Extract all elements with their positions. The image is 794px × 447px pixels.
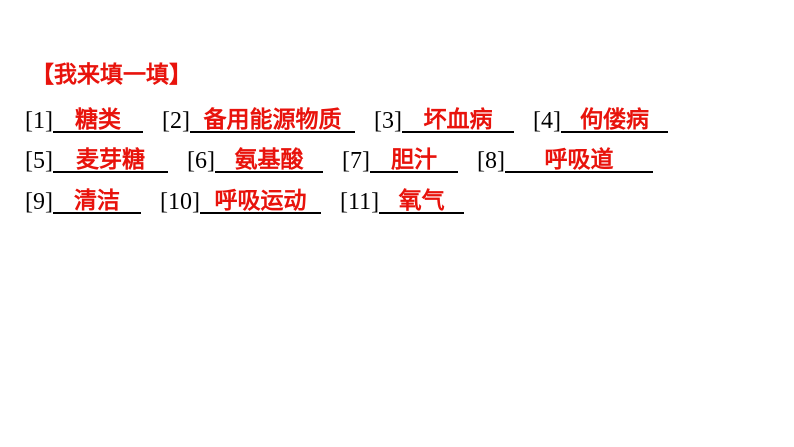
blank-underline: 氨基酸 [214,141,323,173]
blank-underline: 坏血病 [401,101,514,133]
blank-answer: 坏血病 [423,106,493,132]
fill-in-item: [8] 呼吸道 [477,141,653,173]
item-number: [9] [25,189,53,215]
fill-in-item: [4] 佝偻病 [533,101,668,133]
blank-answer: 胆汁 [390,146,437,172]
item-number: [3] [373,108,402,134]
item-number: [2] [161,108,190,134]
fill-in-row: [1] 糖类 [2] 备用能源物质 [3] 坏血病 [4] 佝偻病 [25,100,668,133]
page-title: 【我来填一填】 [31,61,192,87]
fill-in-row: [5] 麦芽糖 [6] 氨基酸 [7] 胆汁 [8] 呼吸道 [25,140,653,173]
blank-answer: 清洁 [73,187,120,213]
item-number: [4] [532,108,561,134]
fill-in-item: [10] 呼吸运动 [160,182,321,214]
blank-underline: 氧气 [379,182,465,214]
blank-answer: 糖类 [74,106,121,132]
blank-answer: 备用能源物质 [203,106,342,132]
blank-answer: 佝偻病 [579,106,649,132]
blank-answer: 氧气 [398,187,445,213]
blank-underline: 呼吸运动 [199,182,321,214]
fill-in-item: [6] 氨基酸 [187,141,323,173]
item-number: [8] [476,148,505,174]
fill-in-item: [2] 备用能源物质 [162,101,355,133]
fill-in-item: [7] 胆汁 [342,141,458,173]
item-number: [10] [159,189,200,215]
blank-underline: 清洁 [52,182,141,214]
fill-in-item: [9] 清洁 [25,182,141,214]
item-number: [1] [25,108,53,134]
fill-in-item: [1] 糖类 [25,101,143,133]
blank-underline: 胆汁 [369,141,458,173]
blank-underline: 糖类 [52,101,143,133]
blank-underline: 佝偻病 [560,101,668,133]
fill-in-item: [11] 氧气 [339,182,465,215]
blank-answer: 呼吸道 [544,146,614,172]
blank-answer: 氨基酸 [234,146,304,172]
fill-in-item: [5] 麦芽糖 [25,141,168,173]
blank-underline: 呼吸道 [504,141,653,173]
item-number: [11] [339,189,380,215]
blank-answer: 呼吸运动 [214,187,307,213]
blank-underline: 麦芽糖 [52,141,168,173]
blank-underline: 备用能源物质 [189,101,355,133]
fill-in-item: [3] 坏血病 [374,101,514,133]
item-number: [6] [186,148,215,174]
item-number: [7] [341,148,370,174]
blank-answer: 麦芽糖 [75,146,145,172]
fill-in-row: [9] 清洁 [10] 呼吸运动 [11] 氧气 [25,181,465,215]
item-number: [5] [25,148,53,174]
